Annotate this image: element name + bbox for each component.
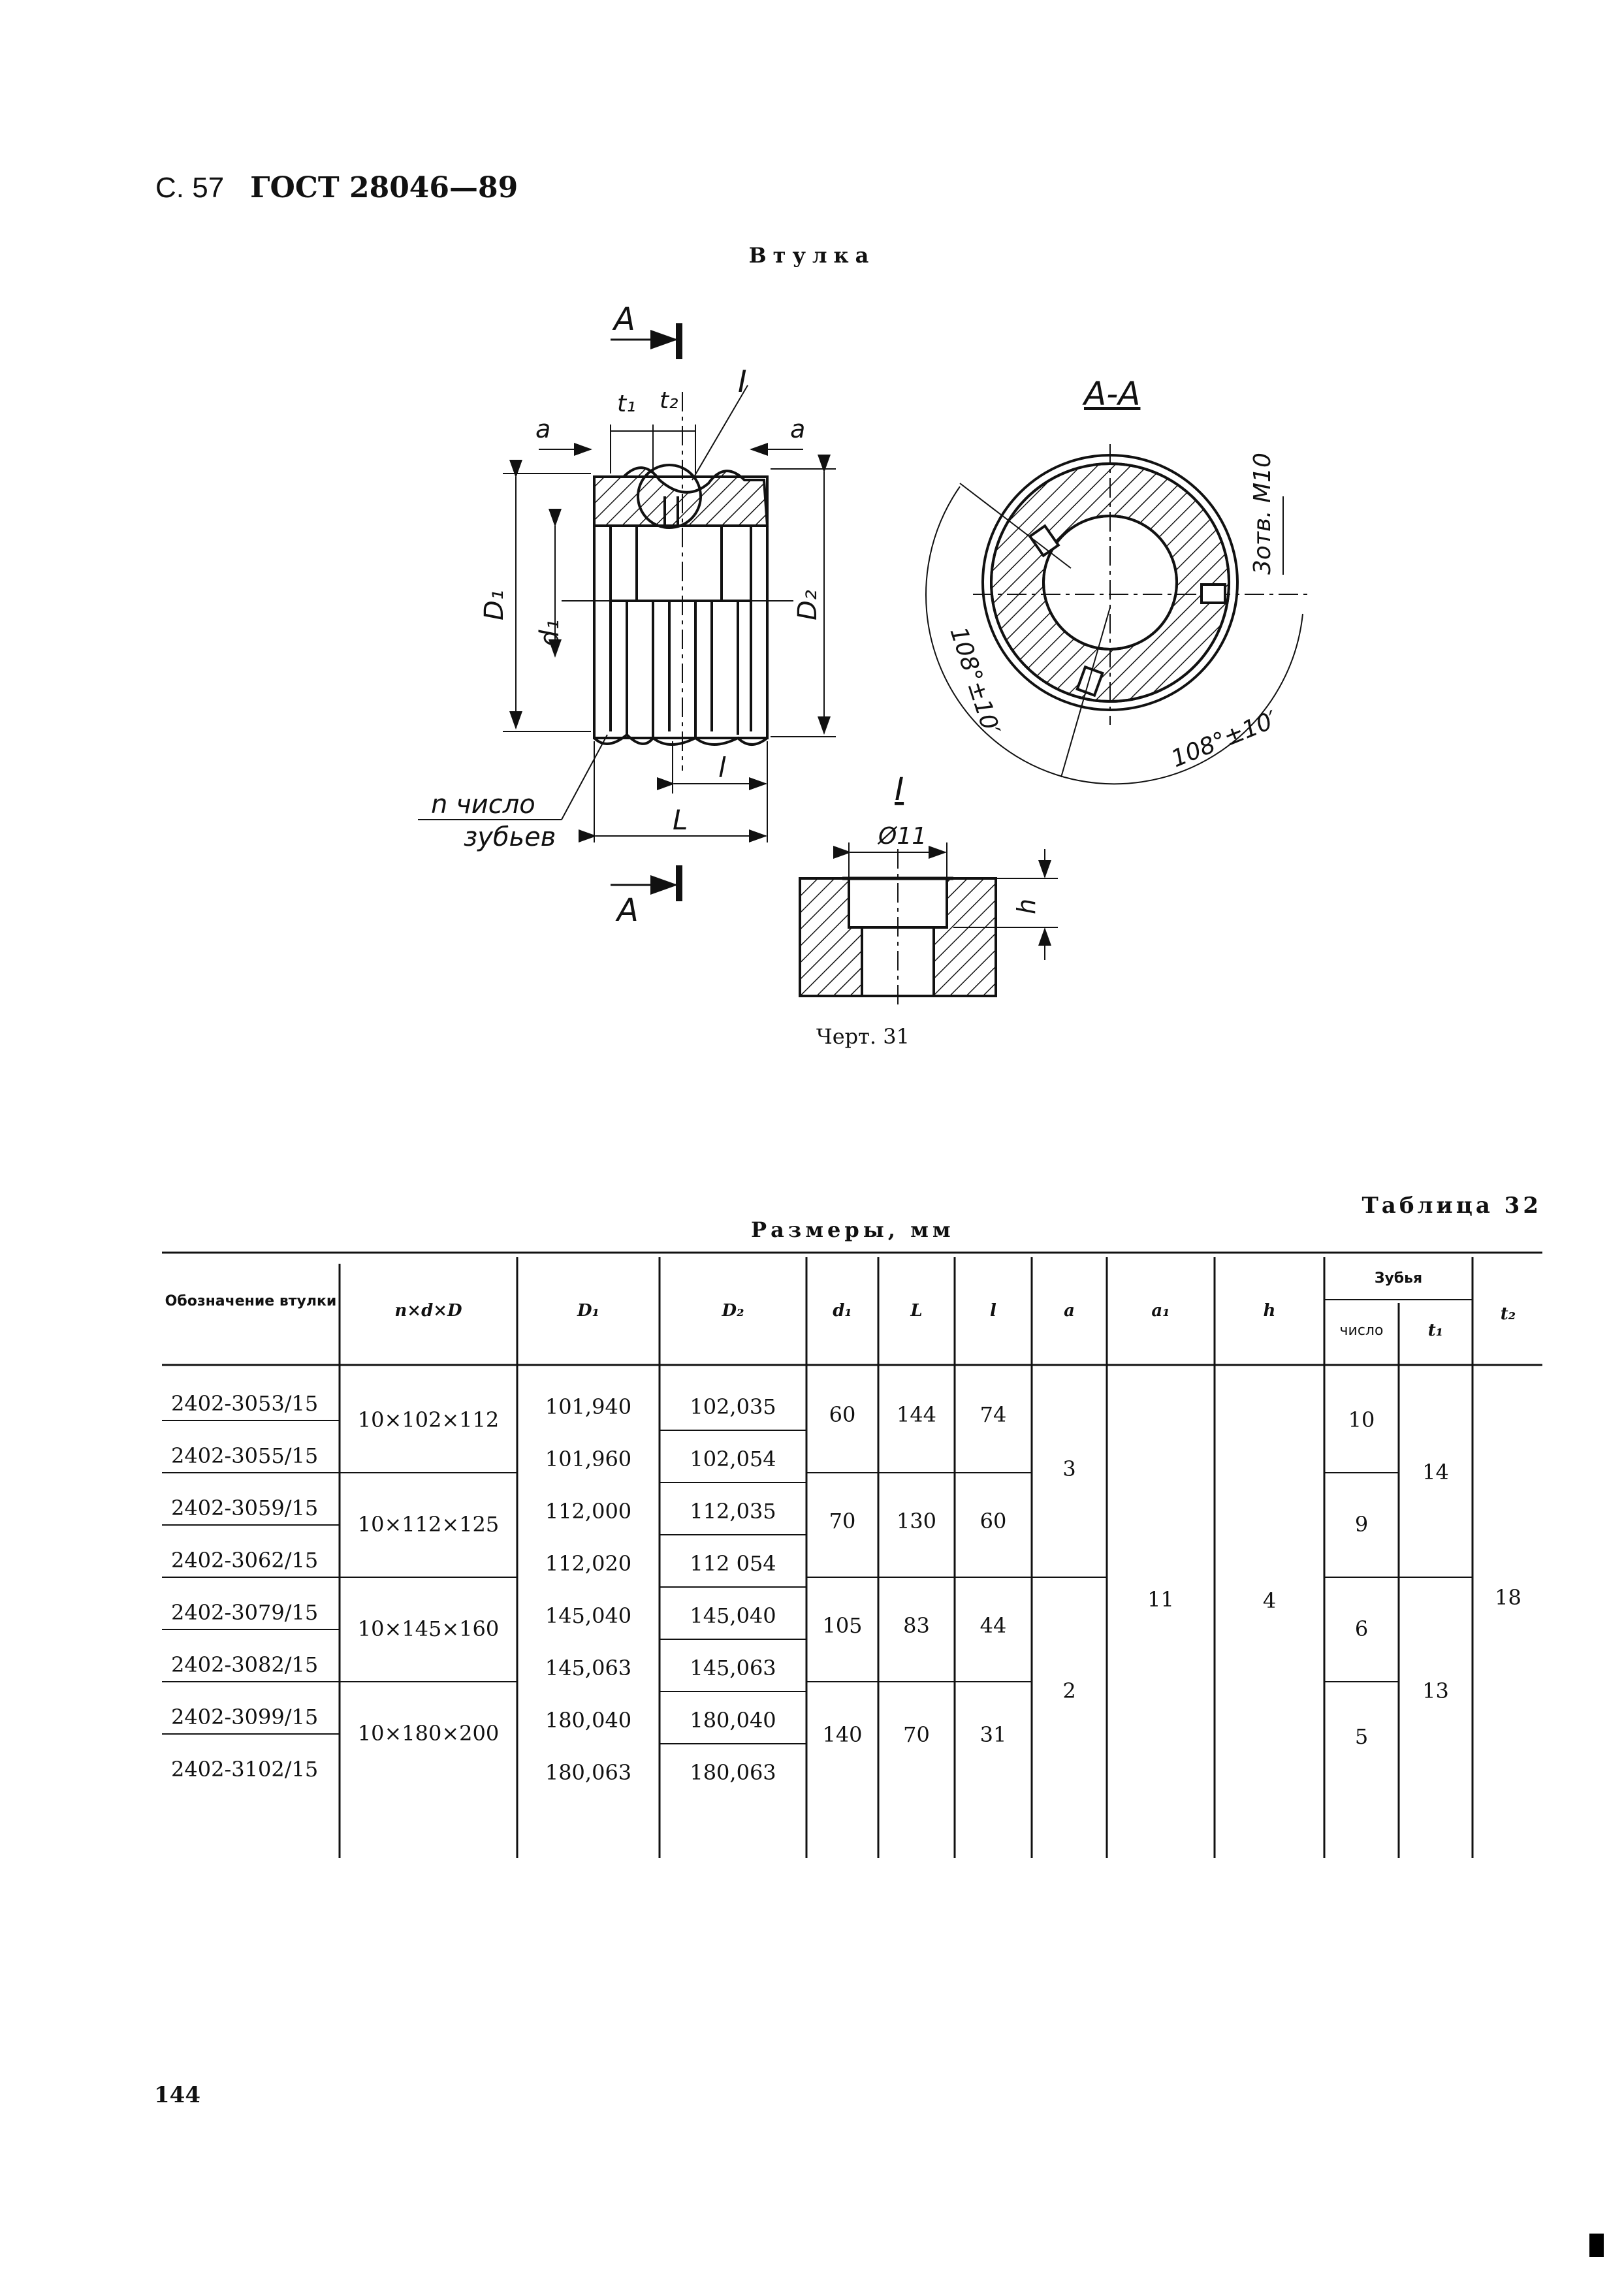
header-d1-upper: D₁ — [577, 1301, 599, 1321]
table-cell-nxdxd: 10×112×125 — [357, 1512, 500, 1537]
table-cell-d1-upper: 112,000 — [545, 1499, 632, 1524]
table-cell-d1-lower: 60 — [829, 1402, 856, 1427]
table-cell-designation: 2402-3082/15 — [171, 1652, 319, 1677]
table-cell-d2: 180,040 — [690, 1708, 776, 1733]
table-cell-d1-upper: 180,063 — [545, 1760, 632, 1785]
table-cell-length-L: 70 — [903, 1722, 930, 1747]
table-cell-designation: 2402-3055/15 — [171, 1443, 319, 1468]
header-l-upper: L — [910, 1301, 923, 1321]
page-ref: С. 57 — [155, 172, 225, 204]
dim-D1: D₁ — [479, 590, 509, 620]
table-cell-nxdxd: 10×145×160 — [357, 1616, 500, 1641]
dim-t1: t₁ — [617, 391, 636, 417]
bushing-front-view — [418, 323, 836, 901]
header-teeth: Зубья — [1374, 1270, 1423, 1287]
table-cell-h: 4 — [1262, 1588, 1277, 1613]
table-cell-d1-upper: 101,940 — [545, 1394, 632, 1419]
table-cell-designation: 2402-3053/15 — [171, 1391, 319, 1416]
standard-number: ГОСТ 28046—89 — [250, 171, 518, 204]
table-cell-d1-upper: 180,040 — [545, 1708, 632, 1733]
table-cell-d1-upper: 145,040 — [545, 1603, 632, 1628]
header-nxdxd: n×d×D — [394, 1301, 462, 1321]
section-view-label: А-А — [1082, 375, 1140, 413]
dim-a-left: a — [535, 415, 550, 443]
header-l-lower: l — [990, 1301, 996, 1321]
table-cell-length-L: 144 — [896, 1402, 937, 1427]
table-cell-length-l: 31 — [979, 1722, 1007, 1747]
dim-d1: d₁ — [535, 620, 565, 647]
header-a: a — [1064, 1301, 1075, 1321]
table-cell-d1-upper: 145,063 — [545, 1656, 632, 1680]
table-cell-d2: 102,054 — [690, 1447, 776, 1471]
section-bottom-label: А — [615, 892, 639, 929]
holes-label: 3отв. М10 — [1249, 453, 1276, 575]
table-cell-designation: 2402-3059/15 — [171, 1496, 319, 1520]
table-grid — [162, 1251, 1542, 1858]
header-teeth-count: число — [1339, 1323, 1384, 1339]
table-cell-length-L: 83 — [903, 1613, 930, 1638]
table-cell-designation: 2402-3062/15 — [171, 1548, 319, 1573]
detail-i-view — [799, 842, 1058, 1006]
technical-drawing: А А А-А I I a a t₁ t₂ D₁ d₁ D₂ l L n чис… — [418, 301, 1313, 1006]
header-d2: D₂ — [722, 1301, 744, 1321]
teeth-label-line2: зубьев — [464, 822, 556, 852]
dia-label: Ø11 — [877, 823, 927, 850]
dim-t2: t₂ — [660, 387, 678, 414]
table-cell-d1-upper: 112,020 — [545, 1551, 632, 1576]
table-cell-teeth-count: 6 — [1354, 1616, 1369, 1641]
table-cell-teeth-count: 9 — [1354, 1512, 1369, 1537]
table-cell-t1: 13 — [1422, 1678, 1449, 1703]
detail-title-label: I — [895, 771, 904, 808]
table-cell-length-l: 60 — [979, 1509, 1007, 1533]
table-cell-length-l: 74 — [979, 1402, 1007, 1427]
table-units: Размеры, мм — [751, 1217, 955, 1242]
header-h: h — [1263, 1301, 1276, 1321]
table-cell-designation: 2402-3079/15 — [171, 1600, 319, 1625]
corner-mark — [1589, 2234, 1604, 2257]
table-cell-d2: 112,035 — [690, 1499, 776, 1524]
table-cell-d1-lower: 140 — [822, 1722, 863, 1747]
table-cell-a: 2 — [1062, 1678, 1076, 1703]
table-cell-d2: 102,035 — [690, 1394, 776, 1419]
table-cell-t1: 14 — [1422, 1460, 1449, 1484]
table-cell-a: 3 — [1062, 1456, 1076, 1481]
dim-l: l — [718, 752, 726, 784]
table-cell-teeth-count: 10 — [1348, 1407, 1375, 1432]
teeth-label-line1: n число — [431, 790, 535, 820]
detail-mark-label: I — [738, 364, 747, 399]
section-top-label: А — [612, 301, 635, 338]
page-number: 144 — [154, 2082, 200, 2108]
header-t2: t₂ — [1500, 1304, 1516, 1324]
table-cell-nxdxd: 10×180×200 — [357, 1721, 500, 1746]
dim-L: L — [673, 804, 688, 836]
header-designation: Обозначение втулки — [165, 1293, 337, 1309]
table-cell-length-L: 130 — [896, 1509, 937, 1533]
table-cell-d2: 112 054 — [690, 1551, 776, 1576]
table-cell-d2: 145,063 — [690, 1656, 776, 1680]
table-cell-teeth-count: 5 — [1354, 1724, 1369, 1749]
dim-a-right: a — [790, 415, 805, 443]
header-d1-lower: d₁ — [833, 1301, 852, 1321]
table-cell-t2: 18 — [1495, 1585, 1521, 1610]
page-header: С. 57 ГОСТ 28046—89 — [155, 171, 518, 204]
header-t1: t₁ — [1427, 1321, 1444, 1340]
table-cell-designation: 2402-3099/15 — [171, 1705, 319, 1729]
table-cell-length-l: 44 — [979, 1613, 1007, 1638]
drawing-title: Втулка — [748, 243, 876, 268]
table-number: Таблица 32 — [1361, 1193, 1542, 1219]
table-cell-nxdxd: 10×102×112 — [357, 1407, 500, 1432]
table-cell-d2: 180,063 — [690, 1760, 776, 1785]
dim-D2: D₂ — [793, 590, 823, 620]
figure-caption: Черт. 31 — [816, 1024, 910, 1049]
table-cell-d1-lower: 70 — [829, 1509, 856, 1533]
table-cell-d1-upper: 101,960 — [545, 1447, 632, 1471]
h-label: h — [1012, 899, 1041, 914]
header-a1: a₁ — [1151, 1301, 1170, 1321]
table-cell-a1: 11 — [1147, 1587, 1174, 1612]
section-a-a-view — [925, 444, 1313, 785]
table-cell-d2: 145,040 — [690, 1603, 776, 1628]
table-cell-d1-lower: 105 — [822, 1613, 863, 1638]
table-cell-designation: 2402-3102/15 — [171, 1757, 319, 1782]
